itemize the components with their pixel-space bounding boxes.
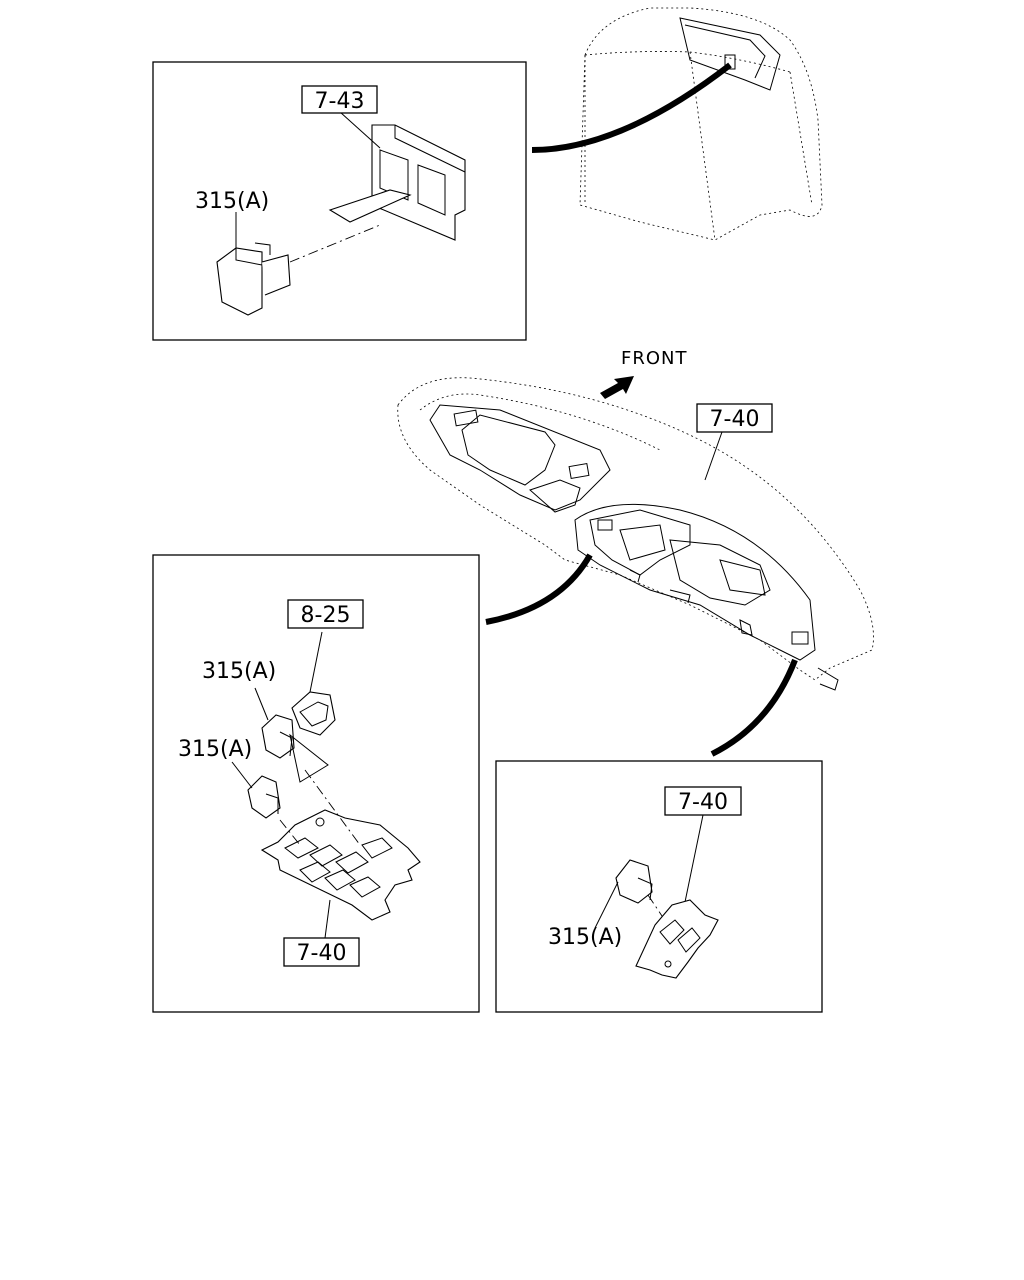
switch-315a-left-2 [247, 775, 281, 819]
instrument-panel-7-40 [397, 377, 874, 691]
ref-box-7-43 [301, 85, 378, 114]
switch-315a-right [615, 859, 653, 904]
bezel-7-43 [371, 124, 466, 241]
front-arrow-icon [600, 376, 634, 399]
switch-315a-top [216, 242, 291, 316]
ref-box-7-40-right [664, 786, 742, 816]
part-label-315a-left-2: 315(A) [178, 737, 252, 762]
ref-label-7-40-main: 7-40 [710, 407, 760, 432]
part-label-315a-left-1: 315(A) [202, 659, 276, 684]
ref-label-8-25: 8-25 [301, 603, 351, 628]
ref-label-7-40-right: 7-40 [678, 790, 728, 815]
ref-box-7-40-left [283, 937, 360, 967]
part-label-315a-right: 315(A) [548, 925, 622, 950]
label-sheet [328, 189, 412, 223]
bracket-7-40-right [635, 899, 719, 979]
detail-box-right [495, 760, 823, 1013]
part-label-315a-top: 315(A) [195, 189, 269, 214]
detail-box-left [152, 554, 480, 1013]
switch-315a-left-1 [261, 714, 295, 759]
ref-box-8-25 [287, 599, 364, 629]
ref-label-7-43: 7-43 [315, 89, 365, 114]
ref-box-7-40-main [696, 403, 773, 433]
leader-left-box [485, 553, 593, 625]
bracket-7-40-left [260, 809, 421, 921]
front-label: FRONT [621, 348, 688, 369]
cab-illustration [579, 7, 823, 241]
ref-label-7-40-left: 7-40 [297, 941, 347, 966]
leader-top-cab [531, 62, 732, 153]
leader-right-box [710, 658, 798, 757]
